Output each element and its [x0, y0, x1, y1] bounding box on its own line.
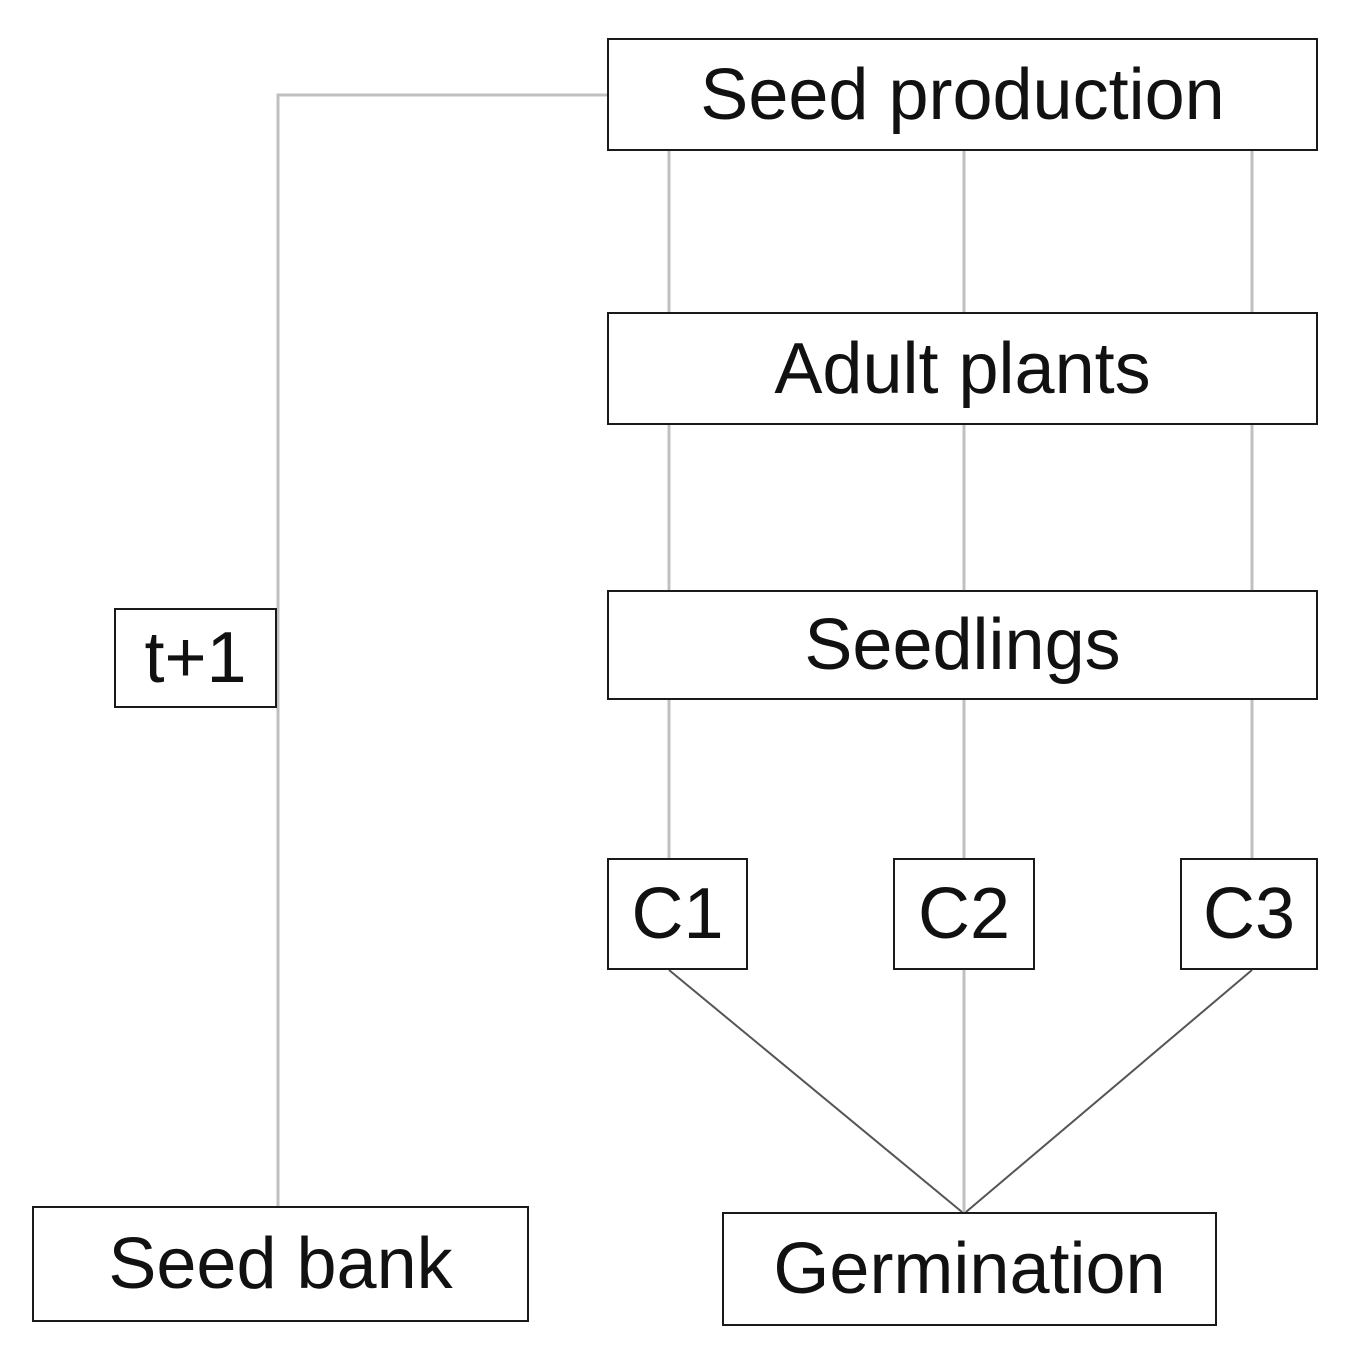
node-germination: Germination: [722, 1212, 1217, 1326]
node-seedlings: Seedlings: [607, 590, 1318, 700]
node-germination-label: Germination: [773, 1229, 1166, 1309]
node-c3: C3: [1180, 858, 1318, 970]
node-c1-label: C1: [631, 874, 724, 954]
node-seedlings-label: Seedlings: [804, 605, 1121, 685]
node-c1: C1: [607, 858, 748, 970]
node-seed-production-label: Seed production: [700, 54, 1225, 135]
node-t-plus-1: t+1: [114, 608, 277, 708]
edge-seed-bank-to-seed-production: [276, 93, 607, 1206]
edge-c3-to-germination: [965, 969, 1253, 1213]
node-seed-production: Seed production: [607, 38, 1318, 151]
node-c3-label: C3: [1202, 874, 1296, 954]
node-c2-label: C2: [917, 874, 1011, 954]
node-seed-bank: Seed bank: [32, 1206, 529, 1322]
node-adult-plants: Adult plants: [607, 312, 1318, 425]
node-c2: C2: [893, 858, 1035, 970]
node-seed-bank-label: Seed bank: [108, 1224, 453, 1304]
edge-c1-to-germination: [668, 969, 963, 1213]
node-t-plus-1-label: t+1: [144, 618, 247, 698]
node-adult-plants-label: Adult plants: [774, 328, 1151, 409]
